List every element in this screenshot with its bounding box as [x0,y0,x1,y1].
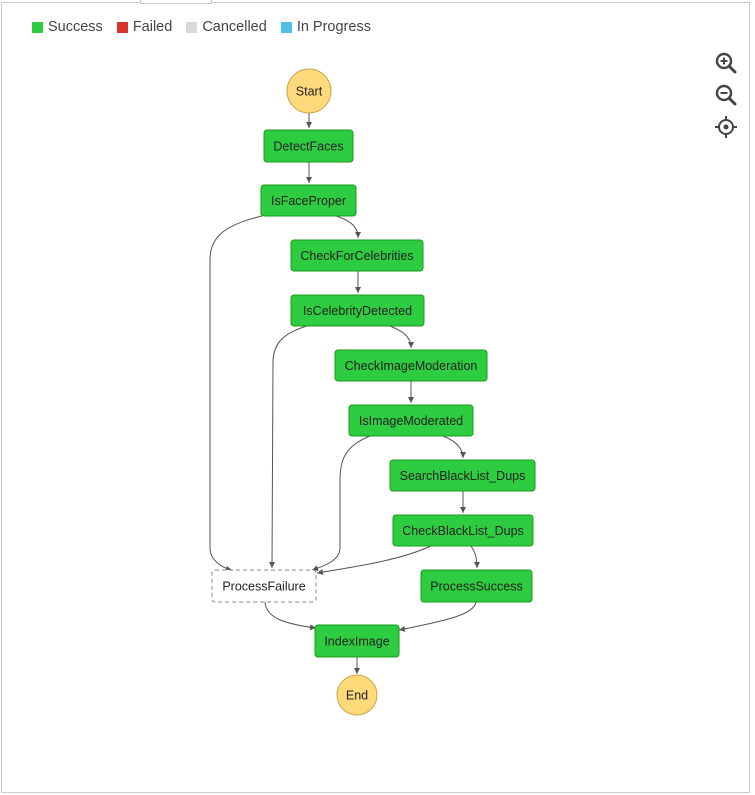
legend-success: Success [32,19,103,35]
zoom-out-button[interactable] [711,80,741,110]
state-is-image-moderated-label: IsImageModerated [359,414,463,428]
state-is-image-moderated[interactable]: IsImageModerated [348,404,474,437]
panel-tab [140,0,212,4]
legend-success-swatch [32,21,43,33]
crosshair-icon [715,116,737,138]
state-process-failure[interactable]: ProcessFailure [211,569,317,603]
center-button[interactable] [711,112,741,142]
legend-cancelled: Cancelled [186,19,267,35]
state-is-celebrity-detected[interactable]: IsCelebrityDetected [290,294,425,327]
state-is-celebrity-detected-label: IsCelebrityDetected [303,304,412,318]
state-check-image-moderation-label: CheckImageModeration [345,359,478,373]
start-node-label: Start [296,85,323,99]
state-check-for-celebrities-label: CheckForCelebrities [300,249,413,263]
legend-in-progress: In Progress [280,19,371,35]
state-detect-faces[interactable]: DetectFaces [263,129,354,163]
zoom-out-icon [715,84,737,106]
end-node[interactable]: End [336,674,378,716]
end-node-label: End [346,689,368,703]
start-node[interactable]: Start [286,68,332,114]
legend-success-label: Success [48,19,103,35]
state-is-face-proper[interactable]: IsFaceProper [260,184,357,217]
zoom-in-icon [715,52,737,74]
zoom-in-button[interactable] [711,48,741,78]
legend-failed-swatch [116,21,128,33]
legend-failed: Failed [116,19,173,35]
state-detect-faces-label: DetectFaces [273,140,343,154]
legend-in-progress-label: In Progress [296,19,371,35]
state-process-success[interactable]: ProcessSuccess [420,569,533,603]
graph-toolbar [711,48,741,144]
status-legend: Success Failed Cancelled In Progress [32,19,371,35]
legend-cancelled-label: Cancelled [202,19,267,35]
legend-in-progress-swatch [280,21,292,33]
state-check-blacklist-dups-label: CheckBlackList_Dups [402,524,524,538]
legend-failed-label: Failed [132,19,173,35]
state-search-blacklist-dups[interactable]: SearchBlackList_Dups [389,459,536,492]
state-index-image-label: IndexImage [324,635,389,649]
legend-cancelled-swatch [186,21,198,33]
state-process-failure-label: ProcessFailure [222,580,305,594]
state-check-image-moderation[interactable]: CheckImageModeration [334,349,488,382]
graph-edges [209,112,480,674]
state-index-image[interactable]: IndexImage [314,624,400,658]
state-check-blacklist-dups[interactable]: CheckBlackList_Dups [392,514,534,547]
state-process-success-label: ProcessSuccess [430,580,522,594]
state-check-for-celebrities[interactable]: CheckForCelebrities [290,239,424,272]
state-search-blacklist-dups-label: SearchBlackList_Dups [400,469,526,483]
state-is-face-proper-label: IsFaceProper [271,194,346,208]
